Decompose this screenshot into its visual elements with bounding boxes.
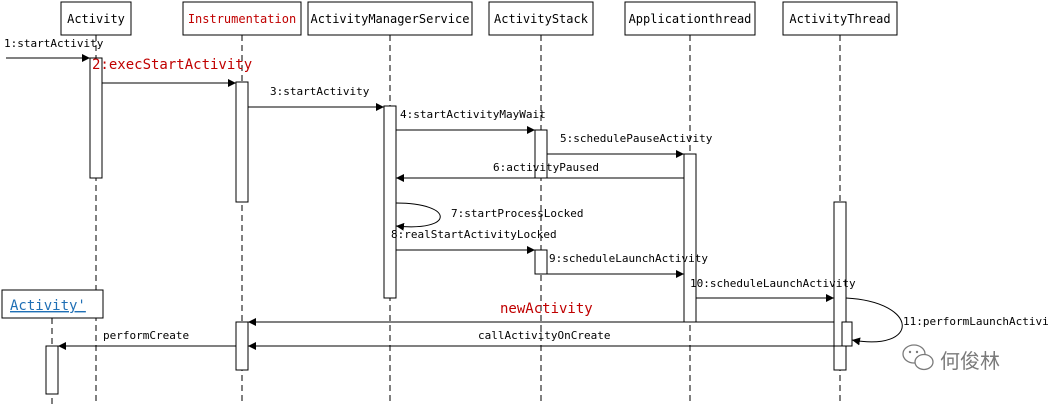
activation-stack-2: [534, 249, 548, 275]
lifelines: [51, 35, 841, 405]
wechat-icon: [902, 344, 934, 371]
label-m14: performCreate: [103, 329, 189, 342]
arrow-m7: [395, 202, 441, 231]
arrow-m11: [845, 297, 903, 346]
activation-new-activity: [45, 345, 59, 395]
label-m13: callActivityOnCreate: [478, 329, 610, 342]
participant-box-thread: [782, 1, 898, 36]
activation-appthread: [683, 153, 697, 323]
participant-label-instrumentation: Instrumentation: [188, 12, 296, 26]
participant-label-thread: ActivityThread: [789, 12, 890, 26]
label-m5: 5:schedulePauseActivity: [560, 132, 713, 145]
watermark-text: 何俊林: [940, 349, 1000, 373]
label-m6: 6:activityPaused: [493, 161, 599, 174]
label-m4: 4:startActivityMayWait: [400, 108, 546, 121]
label-m8: 8:realStartActivityLocked: [391, 228, 557, 241]
label-m2: 2:execStartActivity: [92, 57, 252, 73]
participant-box-activity: [60, 1, 132, 36]
activation-instrumentation-1: [235, 81, 249, 203]
new-activity-label: Activity': [10, 298, 86, 314]
label-m11: 11:performLaunchActivity: [903, 315, 1049, 328]
message-arrows: [6, 54, 903, 350]
participant-box-ams: [307, 1, 473, 36]
label-m12: newActivity: [500, 301, 593, 317]
label-m10: 10:scheduleLaunchActivity: [690, 277, 856, 290]
label-m3: 3:startActivity: [270, 85, 370, 98]
participant-label-appthread: Applicationthread: [629, 12, 752, 26]
label-m7: 7:startProcessLocked: [451, 207, 583, 220]
new-activity-box: [1, 289, 104, 319]
label-m9: 9:scheduleLaunchActivity: [549, 252, 708, 265]
activation-thread-nested: [841, 321, 853, 347]
label-m1: 1:startActivity: [4, 37, 104, 50]
activation-instrumentation-2: [235, 321, 249, 371]
participant-box-instrumentation: [182, 1, 302, 36]
participant-box-appthread: [624, 1, 756, 36]
activation-ams: [383, 105, 397, 299]
participant-label-activity: Activity: [67, 12, 125, 26]
participant-label-ams: ActivityManagerService: [311, 12, 470, 26]
participants: [60, 1, 898, 36]
participant-label-stack: ActivityStack: [494, 12, 589, 26]
participant-box-stack: [488, 1, 594, 36]
activation-activity: [89, 57, 103, 179]
